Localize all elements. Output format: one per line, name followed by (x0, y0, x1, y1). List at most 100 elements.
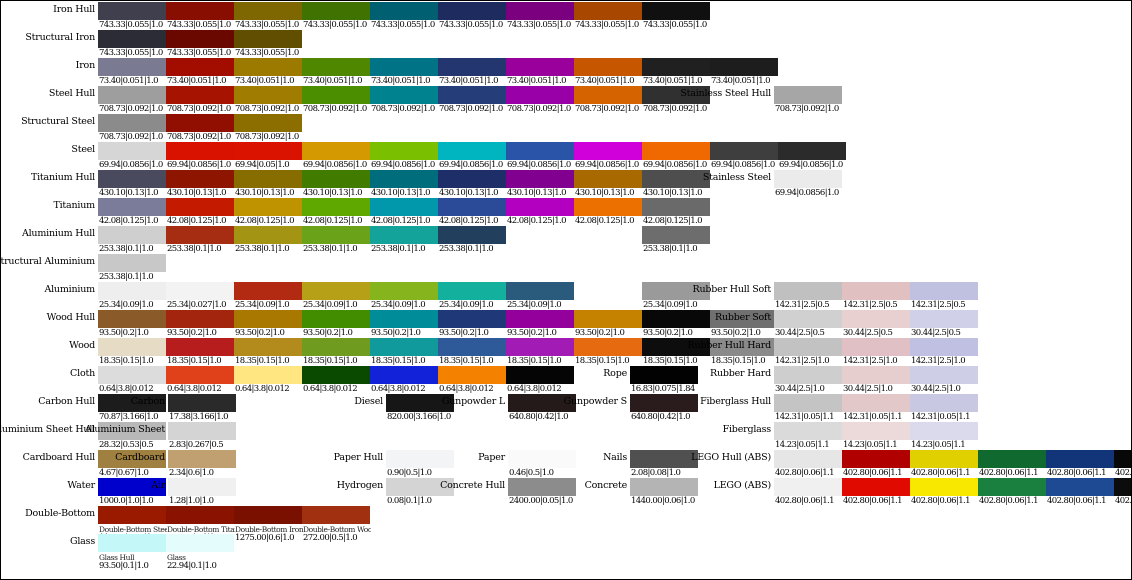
iron-value: 73.40|0.051|1.0 (507, 76, 567, 86)
titanium-hull-value: 430.10|0.13|1.0 (575, 188, 635, 198)
titanium-hull-value: 430.10|0.13|1.0 (303, 188, 363, 198)
iron-hull-value: 743.33|0.055|1.0 (167, 20, 231, 30)
structural-aluminium-value: 253.38|0.1|1.0 (99, 272, 154, 282)
lego-abs-value: 402.80|0.06|1.1 (843, 496, 903, 506)
aluminium-hull-value: 253.38|0.1|1.0 (439, 244, 494, 254)
structural-iron-swatch (98, 30, 166, 48)
cloth-value: 0.64|3.8|0.012 (507, 384, 562, 394)
carbon-value: 17.38|3.166|1.0 (169, 412, 229, 422)
carbon-hull-value: 70.87|3.166|1.0 (99, 412, 159, 422)
cloth-value: 0.64|3.8|0.012 (167, 384, 222, 394)
rubber-soft-value: 30.44|2.5|0.5 (843, 328, 893, 338)
paper-label: Paper (478, 452, 505, 463)
cloth-value: 0.64|3.8|0.012 (439, 384, 494, 394)
steel-value: 69.94|0.05|1.0 (235, 160, 290, 170)
structural-steel-label: Structural Steel (21, 116, 95, 127)
concrete-value: 1440.00|0.06|1.0 (631, 496, 695, 506)
iron-hull-label: Iron Hull (53, 4, 95, 15)
steel-swatch (98, 142, 166, 160)
double-bottom-swatch (98, 506, 166, 524)
steel-value: 69.94|0.0856|1.0 (99, 160, 163, 170)
lego-abs-swatch (978, 478, 1046, 496)
gunpowder-s-value: 640.80|0.42|1.0 (631, 412, 691, 422)
steel-value: 69.94|0.0856|1.0 (167, 160, 231, 170)
iron-hull-value: 743.33|0.055|1.0 (99, 20, 163, 30)
lego-hull-abs-value: 402.80|0.06|1.1 (843, 468, 903, 478)
wood-value: 18.35|0.15|1.0 (167, 356, 222, 366)
structural-steel-value: 708.73|0.092|1.0 (235, 132, 299, 142)
rubber-hull-hard-value: 142.31|2.5|1.0 (911, 356, 966, 366)
lego-hull-abs-swatch (1046, 450, 1114, 468)
cloth-label: Cloth (70, 368, 95, 379)
wood-value: 18.35|0.15|1.0 (643, 356, 698, 366)
fiberglass-value: 14.23|0.05|1.1 (843, 440, 898, 450)
wood-hull-swatch (710, 310, 778, 328)
iron-hull-value: 743.33|0.055|1.0 (507, 20, 571, 30)
wood-hull-swatch (370, 310, 438, 328)
titanium-value: 42.08|0.125|1.0 (371, 216, 431, 226)
aluminium-value: 25.34|0.09|1.0 (235, 300, 290, 310)
rubber-hull-hard-value: 142.31|2.5|1.0 (843, 356, 898, 366)
iron-swatch (438, 58, 506, 76)
aluminium-swatch (166, 282, 234, 300)
carbon-hull-swatch (98, 394, 166, 412)
structural-steel-swatch (98, 114, 166, 132)
aluminium-value: 25.34|0.09|1.0 (507, 300, 562, 310)
glass-variant-name: Glass Hull (99, 553, 135, 562)
lego-abs-swatch (910, 478, 978, 496)
air-label: Air (151, 480, 165, 491)
titanium-hull-value: 430.10|0.13|1.0 (235, 188, 295, 198)
iron-value: 73.40|0.051|1.0 (643, 76, 703, 86)
lego-abs-value: 402.80|0.06|1.1 (775, 496, 835, 506)
aluminium-swatch (642, 282, 710, 300)
steel-hull-value: 708.73|0.092|1.0 (235, 104, 299, 114)
iron-hull-swatch (438, 2, 506, 20)
iron-value: 73.40|0.051|1.0 (235, 76, 295, 86)
wood-swatch (370, 338, 438, 356)
iron-hull-value: 743.33|0.055|1.0 (371, 20, 435, 30)
wood-swatch (166, 338, 234, 356)
aluminium-sheet-swatch (168, 422, 236, 440)
aluminium-hull-swatch (642, 226, 710, 244)
glass-value: 22.94|0.1|1.0 (167, 561, 217, 571)
steel-hull-label: Steel Hull (48, 88, 95, 99)
air-value: 1.28|1.0|1.0 (169, 496, 214, 506)
steel-swatch (438, 142, 506, 160)
aluminium-hull-value: 253.38|0.1|1.0 (99, 244, 154, 254)
iron-swatch (234, 58, 302, 76)
wood-hull-value: 93.50|0.2|1.0 (507, 328, 557, 338)
stainless-steel-label: Stainless Steel (702, 172, 771, 183)
stainless-steel-hull-swatch (774, 86, 842, 104)
structural-steel-swatch (234, 114, 302, 132)
rubber-hull-soft-value: 142.31|2.5|0.5 (911, 300, 966, 310)
steel-value: 69.94|0.0856|1.0 (643, 160, 707, 170)
wood-swatch (642, 338, 710, 356)
gunpowder-l-label: Gunpowder L (441, 396, 505, 407)
steel-hull-swatch (302, 86, 370, 104)
aluminium-hull-value: 253.38|0.1|1.0 (167, 244, 222, 254)
cardboard-hull-value: 4.67|0.67|1.0 (99, 468, 149, 478)
iron-value: 73.40|0.051|1.0 (167, 76, 227, 86)
double-bottom-swatch (166, 506, 234, 524)
water-value: 1000.0|1.0|1.0 (99, 496, 154, 506)
fiberglass-hull-swatch (842, 394, 910, 412)
diesel-label: Diesel (354, 396, 383, 407)
iron-swatch (642, 58, 710, 76)
wood-hull-swatch (642, 310, 710, 328)
steel-swatch (234, 142, 302, 160)
steel-label: Steel (71, 144, 95, 155)
rubber-soft-swatch (842, 310, 910, 328)
aluminium-hull-swatch (302, 226, 370, 244)
fiberglass-hull-swatch (910, 394, 978, 412)
titanium-swatch (642, 198, 710, 216)
iron-hull-swatch (574, 2, 642, 20)
aluminium-sheet-label: Aluminium Sheet (84, 424, 165, 435)
aluminium-value: 25.34|0.09|1.0 (303, 300, 358, 310)
iron-value: 73.40|0.051|1.0 (371, 76, 431, 86)
steel-hull-swatch (370, 86, 438, 104)
glass-variant-name: Glass (167, 553, 186, 562)
titanium-value: 42.08|0.125|1.0 (235, 216, 295, 226)
lego-abs-value: 402.80|0.06|1.1 (1115, 496, 1132, 506)
steel-value: 69.94|0.0856|1.0 (371, 160, 435, 170)
